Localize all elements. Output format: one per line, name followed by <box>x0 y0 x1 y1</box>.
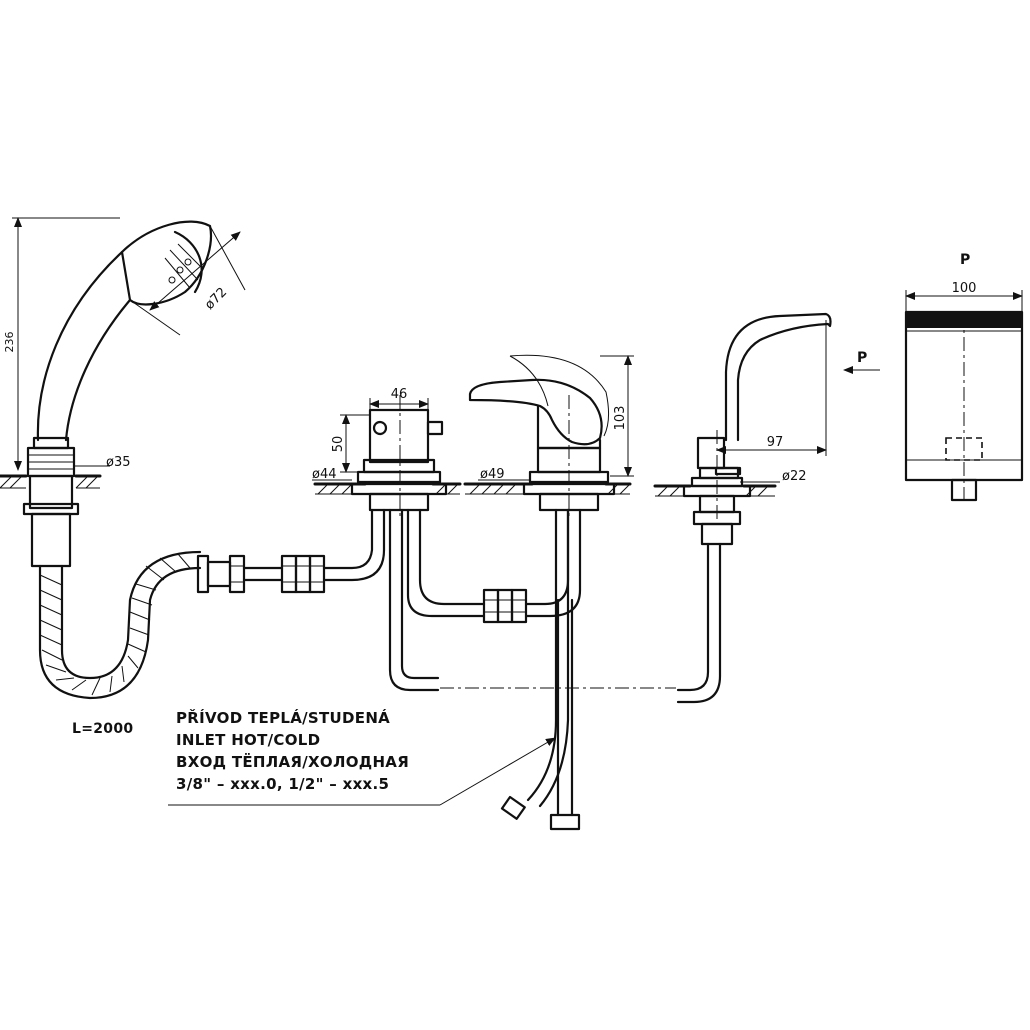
mixer: 103 ø49 <box>463 354 634 831</box>
diverter: 46 50 ø44 <box>312 387 486 692</box>
view-p: P 100 <box>904 252 1024 505</box>
connecting-pipe <box>482 508 582 624</box>
dim-50: 50 <box>331 436 346 453</box>
inlet-note-line4: 3/8" – xxx.0, 1/2" – xxx.5 <box>176 775 389 793</box>
dim-49: ø49 <box>480 467 505 482</box>
hose <box>38 508 386 700</box>
inlet-note-line2: INLET HOT/COLD <box>176 731 320 749</box>
dim-22: ø22 <box>782 469 807 484</box>
inlet-note: PŘÍVOD TEPLÁ/STUDENÁ INLET HOT/COLD ВХОД… <box>168 708 556 806</box>
dim-44: ø44 <box>312 467 337 482</box>
dim-103: 103 <box>613 406 628 431</box>
hose-length-label: L=2000 <box>72 721 133 737</box>
dim-97: 97 <box>767 435 784 450</box>
dim-72: ø72 <box>202 285 230 313</box>
dim-236: 236 <box>3 332 16 353</box>
inlet-note-line1: PŘÍVOD TEPLÁ/STUDENÁ <box>176 708 390 727</box>
hand-shower: 236 ø72 ø35 <box>0 217 246 568</box>
dim-46: 46 <box>391 387 408 402</box>
inlet-note-line3: ВХОД ТЁПЛАЯ/ХОЛОДНАЯ <box>176 752 409 771</box>
dim-100: 100 <box>952 281 977 296</box>
dim-35: ø35 <box>106 455 131 470</box>
view-arrow-label: P <box>857 350 867 366</box>
view-p-title: P <box>960 252 970 268</box>
spout: 97 ø22 P <box>653 312 880 704</box>
